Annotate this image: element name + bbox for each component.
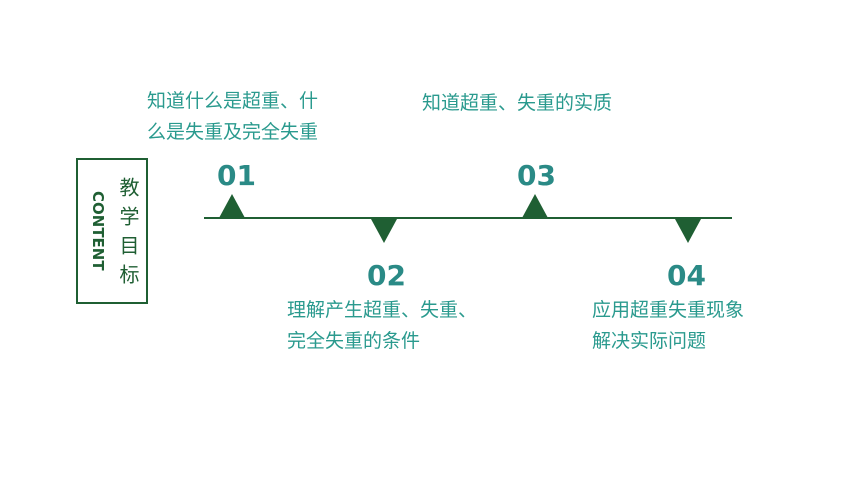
milestone-01-description: 知道什么是超重、什 么是失重及完全失重 [147, 86, 318, 148]
milestone-04-line-1: 应用超重失重现象 [592, 299, 745, 321]
milestone-03-marker [522, 194, 548, 218]
milestone-02-marker [371, 219, 397, 243]
milestone-02-description: 理解产生超重、失重、 完全失重的条件 [287, 295, 477, 357]
milestone-01-line-1: 知道什么是超重、什 [147, 90, 319, 112]
milestone-02-line-2: 完全失重的条件 [287, 330, 421, 352]
milestone-03-number: 03 [517, 159, 556, 192]
milestone-03-line-1: 知道超重、失重的实质 [422, 92, 613, 114]
content-label-box: CONTENT 教学目标 [76, 158, 148, 304]
content-english-label: CONTENT [89, 191, 107, 271]
milestone-02-line-1: 理解产生超重、失重、 [287, 299, 478, 321]
milestone-01-line-2: 么是失重及完全失重 [147, 121, 319, 143]
milestone-01-number: 01 [217, 159, 256, 192]
milestone-02-number: 02 [367, 259, 406, 292]
milestone-04-line-2: 解决实际问题 [592, 330, 707, 352]
milestone-04-number: 04 [667, 259, 706, 292]
milestone-01-marker [219, 194, 245, 218]
milestone-04-description: 应用超重失重现象 解决实际问题 [592, 295, 744, 357]
milestone-03-description: 知道超重、失重的实质 [422, 88, 612, 119]
timeline-axis [204, 217, 732, 219]
teaching-goals-label: 教学目标 [116, 177, 140, 293]
milestone-04-marker [675, 219, 701, 243]
